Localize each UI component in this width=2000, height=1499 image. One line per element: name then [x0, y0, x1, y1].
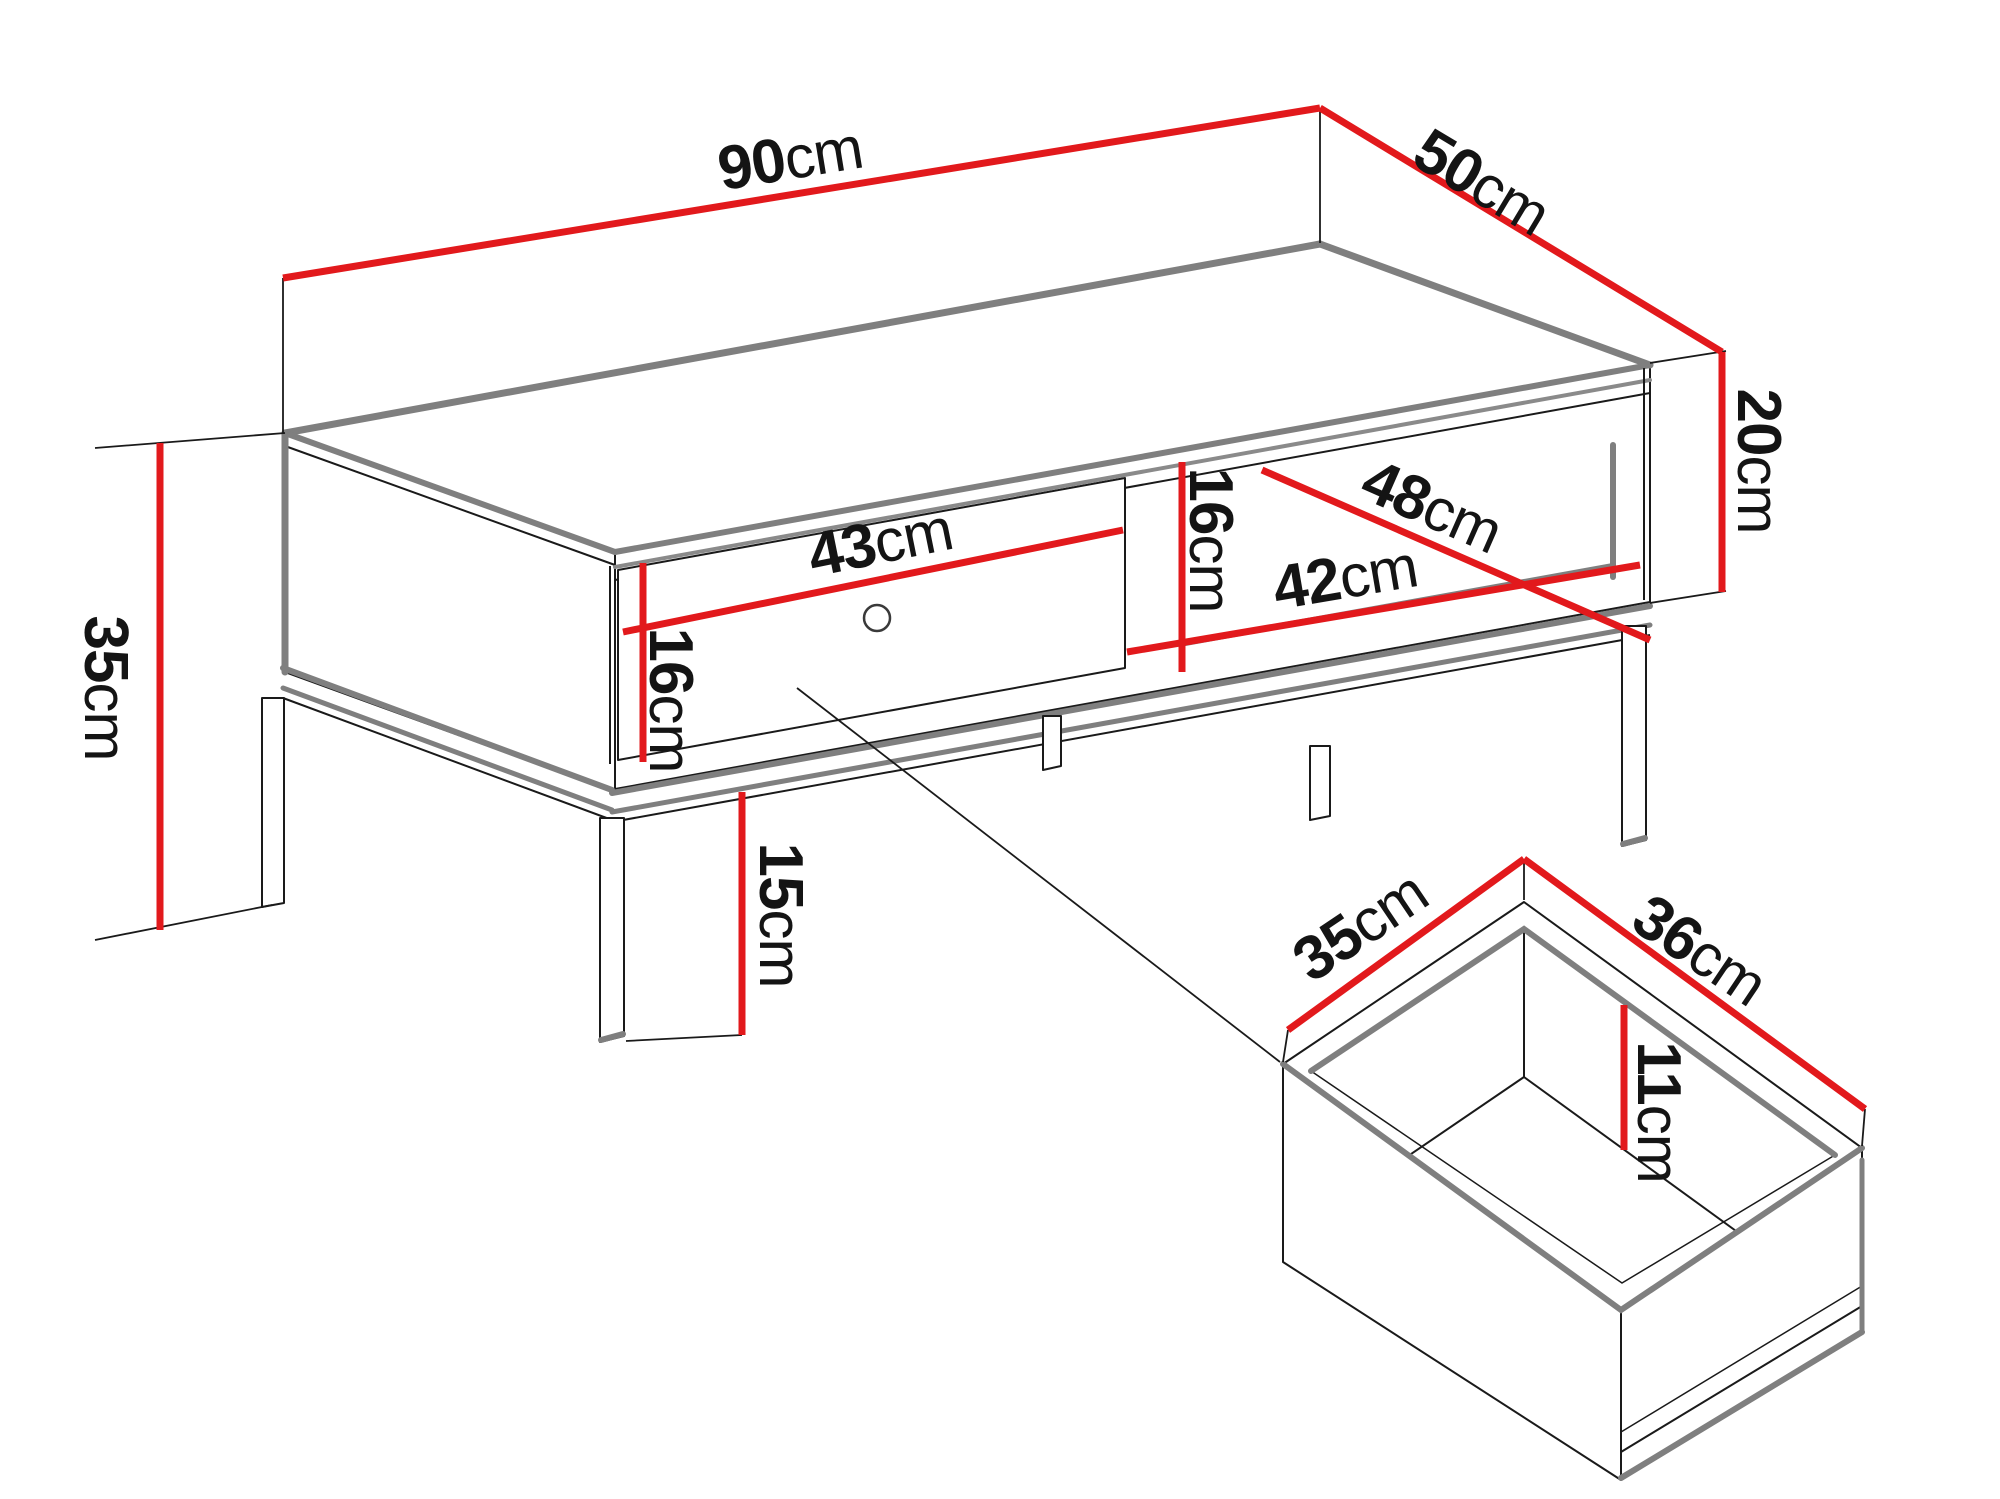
- ext-15-bottom: [625, 1034, 743, 1042]
- dim-box-height-label: 11cm: [1625, 1041, 1694, 1183]
- legs: [261, 625, 1648, 1043]
- dim-total-height-label: 35cm: [72, 616, 141, 761]
- top-front-edge: [612, 362, 1653, 555]
- front-panel-line-1: [1620, 1305, 1863, 1453]
- leg-front-right-foot: [1620, 835, 1648, 847]
- frame-left-bottom: [282, 697, 613, 821]
- leg-back-middle: [1042, 715, 1062, 771]
- leg-front-right: [1621, 625, 1647, 847]
- frame-left-top: [280, 665, 615, 793]
- ext-35-bottom: [94, 904, 273, 941]
- drawer-box-floor-right-edge: [1523, 1076, 1777, 1261]
- leg-back-right: [1309, 745, 1331, 821]
- extension-lines: [94, 108, 1866, 1147]
- drawer-box-inner-back-edges: [1308, 925, 1838, 1158]
- frame-left-mid: [280, 685, 615, 813]
- leg-back-left: [261, 697, 285, 908]
- ext-box36-right: [1861, 1108, 1866, 1147]
- metal-frame: [280, 603, 1653, 823]
- top-back-edge: [281, 240, 1324, 437]
- cabinet-body: [281, 240, 1654, 793]
- dimension-lines: [156, 104, 1868, 1150]
- ext-20-bottom: [1649, 590, 1727, 604]
- dim-line-niche-depth: [1260, 466, 1652, 644]
- dim-drawer-width-label: 43cm: [802, 494, 958, 591]
- drawer-pointer-line: [796, 687, 1281, 1063]
- dim-line-drawer-width: [622, 526, 1124, 636]
- frame-front-bottom: [611, 634, 1651, 823]
- ext-35-top: [94, 432, 286, 449]
- dim-depth-top-label: 50cm: [1402, 115, 1562, 249]
- dim-line-width-top: [282, 104, 1321, 282]
- dim-niche-height-label: 16cm: [1177, 468, 1246, 613]
- leg-front-left-foot: [598, 1031, 626, 1043]
- dim-niche-width-label: 42cm: [1268, 531, 1422, 623]
- dim-line-box-width: [1521, 856, 1868, 1112]
- drawer-front: [609, 477, 1126, 764]
- top-front-lower-edge: [613, 378, 1652, 569]
- leg-front-left: [599, 817, 625, 1043]
- frame-front-mid: [609, 622, 1653, 815]
- dim-drawer-height-label: 16cm: [637, 628, 706, 773]
- top-panel-edge-left: [284, 445, 616, 566]
- dim-leg-height-label: 15cm: [747, 843, 816, 988]
- body-bottom-edge: [614, 601, 1651, 790]
- dim-line-depth-top: [1318, 105, 1724, 355]
- dim-line-box-depth: [1285, 856, 1527, 1033]
- front-panel-bottom-edge: [1618, 1329, 1865, 1481]
- drawer-knob-highlight: [863, 607, 870, 629]
- top-right-edge: [1316, 240, 1654, 369]
- ext-50-right: [1649, 350, 1727, 364]
- cabinet-gray-edges: [281, 240, 1654, 676]
- frame-front-top: [609, 603, 1653, 796]
- dim-body-height-label: 20cm: [1725, 389, 1794, 534]
- drawer-box-outer-front-edges: [1280, 1061, 1865, 1314]
- top-left-edge: [282, 430, 618, 555]
- dim-width-top-label: 90cm: [713, 112, 867, 204]
- drawer-box: [1280, 901, 1865, 1481]
- ext-box35-left: [1282, 1029, 1289, 1063]
- dim-line-niche-width: [1126, 561, 1641, 656]
- front-panel-line-2: [1620, 1285, 1863, 1433]
